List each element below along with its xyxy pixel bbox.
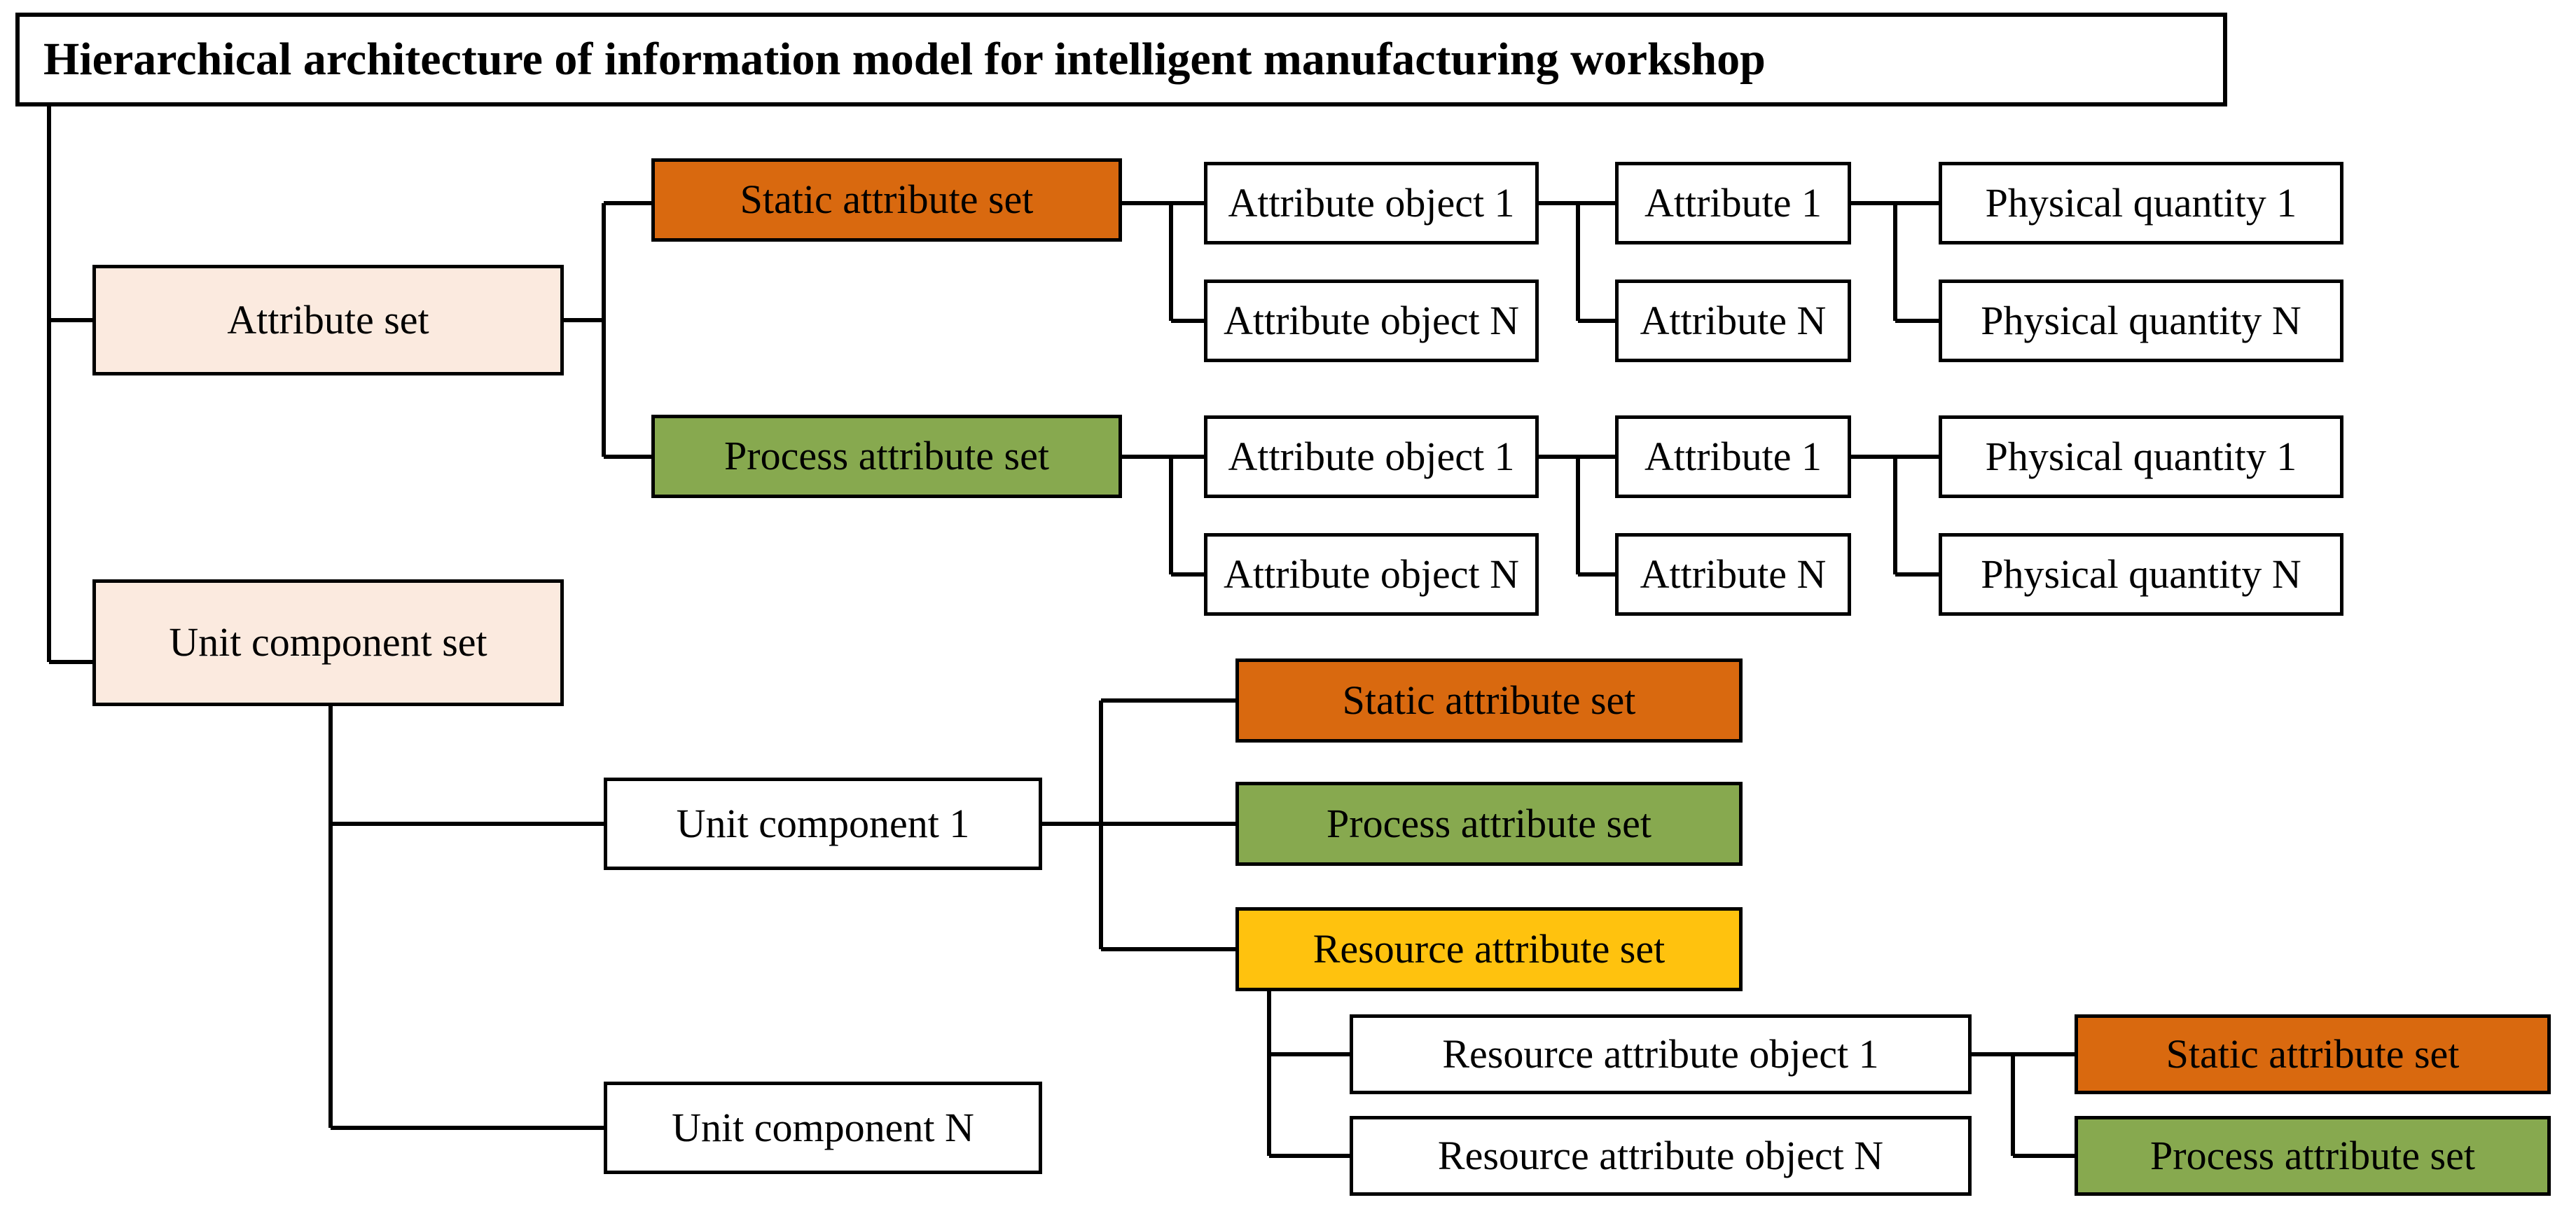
node-resource-attribute-object-1[interactable]: Resource attribute object 1 xyxy=(1350,1014,1972,1094)
node-process-attribute-set-1[interactable]: Process attribute set xyxy=(651,415,1122,498)
node-static-attribute-set-2[interactable]: Static attribute set xyxy=(1235,658,1743,743)
node-unit-component-1[interactable]: Unit component 1 xyxy=(604,778,1042,870)
node-physical-quantity-1a[interactable]: Physical quantity 1 xyxy=(1939,162,2343,244)
page-title: Hierarchical architecture of information… xyxy=(15,13,2227,106)
node-process-attribute-set-2[interactable]: Process attribute set xyxy=(1235,782,1743,866)
node-attribute-object-Nb[interactable]: Attribute object N xyxy=(1204,533,1539,616)
node-physical-quantity-Na[interactable]: Physical quantity N xyxy=(1939,280,2343,362)
node-attribute-object-1a[interactable]: Attribute object 1 xyxy=(1204,162,1539,244)
node-physical-quantity-1b[interactable]: Physical quantity 1 xyxy=(1939,415,2343,498)
node-attribute-object-1b[interactable]: Attribute object 1 xyxy=(1204,415,1539,498)
node-unit-component-N[interactable]: Unit component N xyxy=(604,1082,1042,1174)
node-attribute-1b[interactable]: Attribute 1 xyxy=(1615,415,1851,498)
node-physical-quantity-Nb[interactable]: Physical quantity N xyxy=(1939,533,2343,616)
node-attribute-Na[interactable]: Attribute N xyxy=(1615,280,1851,362)
node-resource-attribute-set[interactable]: Resource attribute set xyxy=(1235,907,1743,991)
node-attribute-object-Na[interactable]: Attribute object N xyxy=(1204,280,1539,362)
node-process-attribute-set-3[interactable]: Process attribute set xyxy=(2075,1116,2551,1196)
node-static-attribute-set-1[interactable]: Static attribute set xyxy=(651,158,1122,242)
node-resource-attribute-object-N[interactable]: Resource attribute object N xyxy=(1350,1116,1972,1196)
node-attribute-1a[interactable]: Attribute 1 xyxy=(1615,162,1851,244)
node-attribute-Nb[interactable]: Attribute N xyxy=(1615,533,1851,616)
node-static-attribute-set-3[interactable]: Static attribute set xyxy=(2075,1014,2551,1094)
node-attribute-set[interactable]: Attribute set xyxy=(92,265,564,375)
node-unit-component-set[interactable]: Unit component set xyxy=(92,579,564,706)
